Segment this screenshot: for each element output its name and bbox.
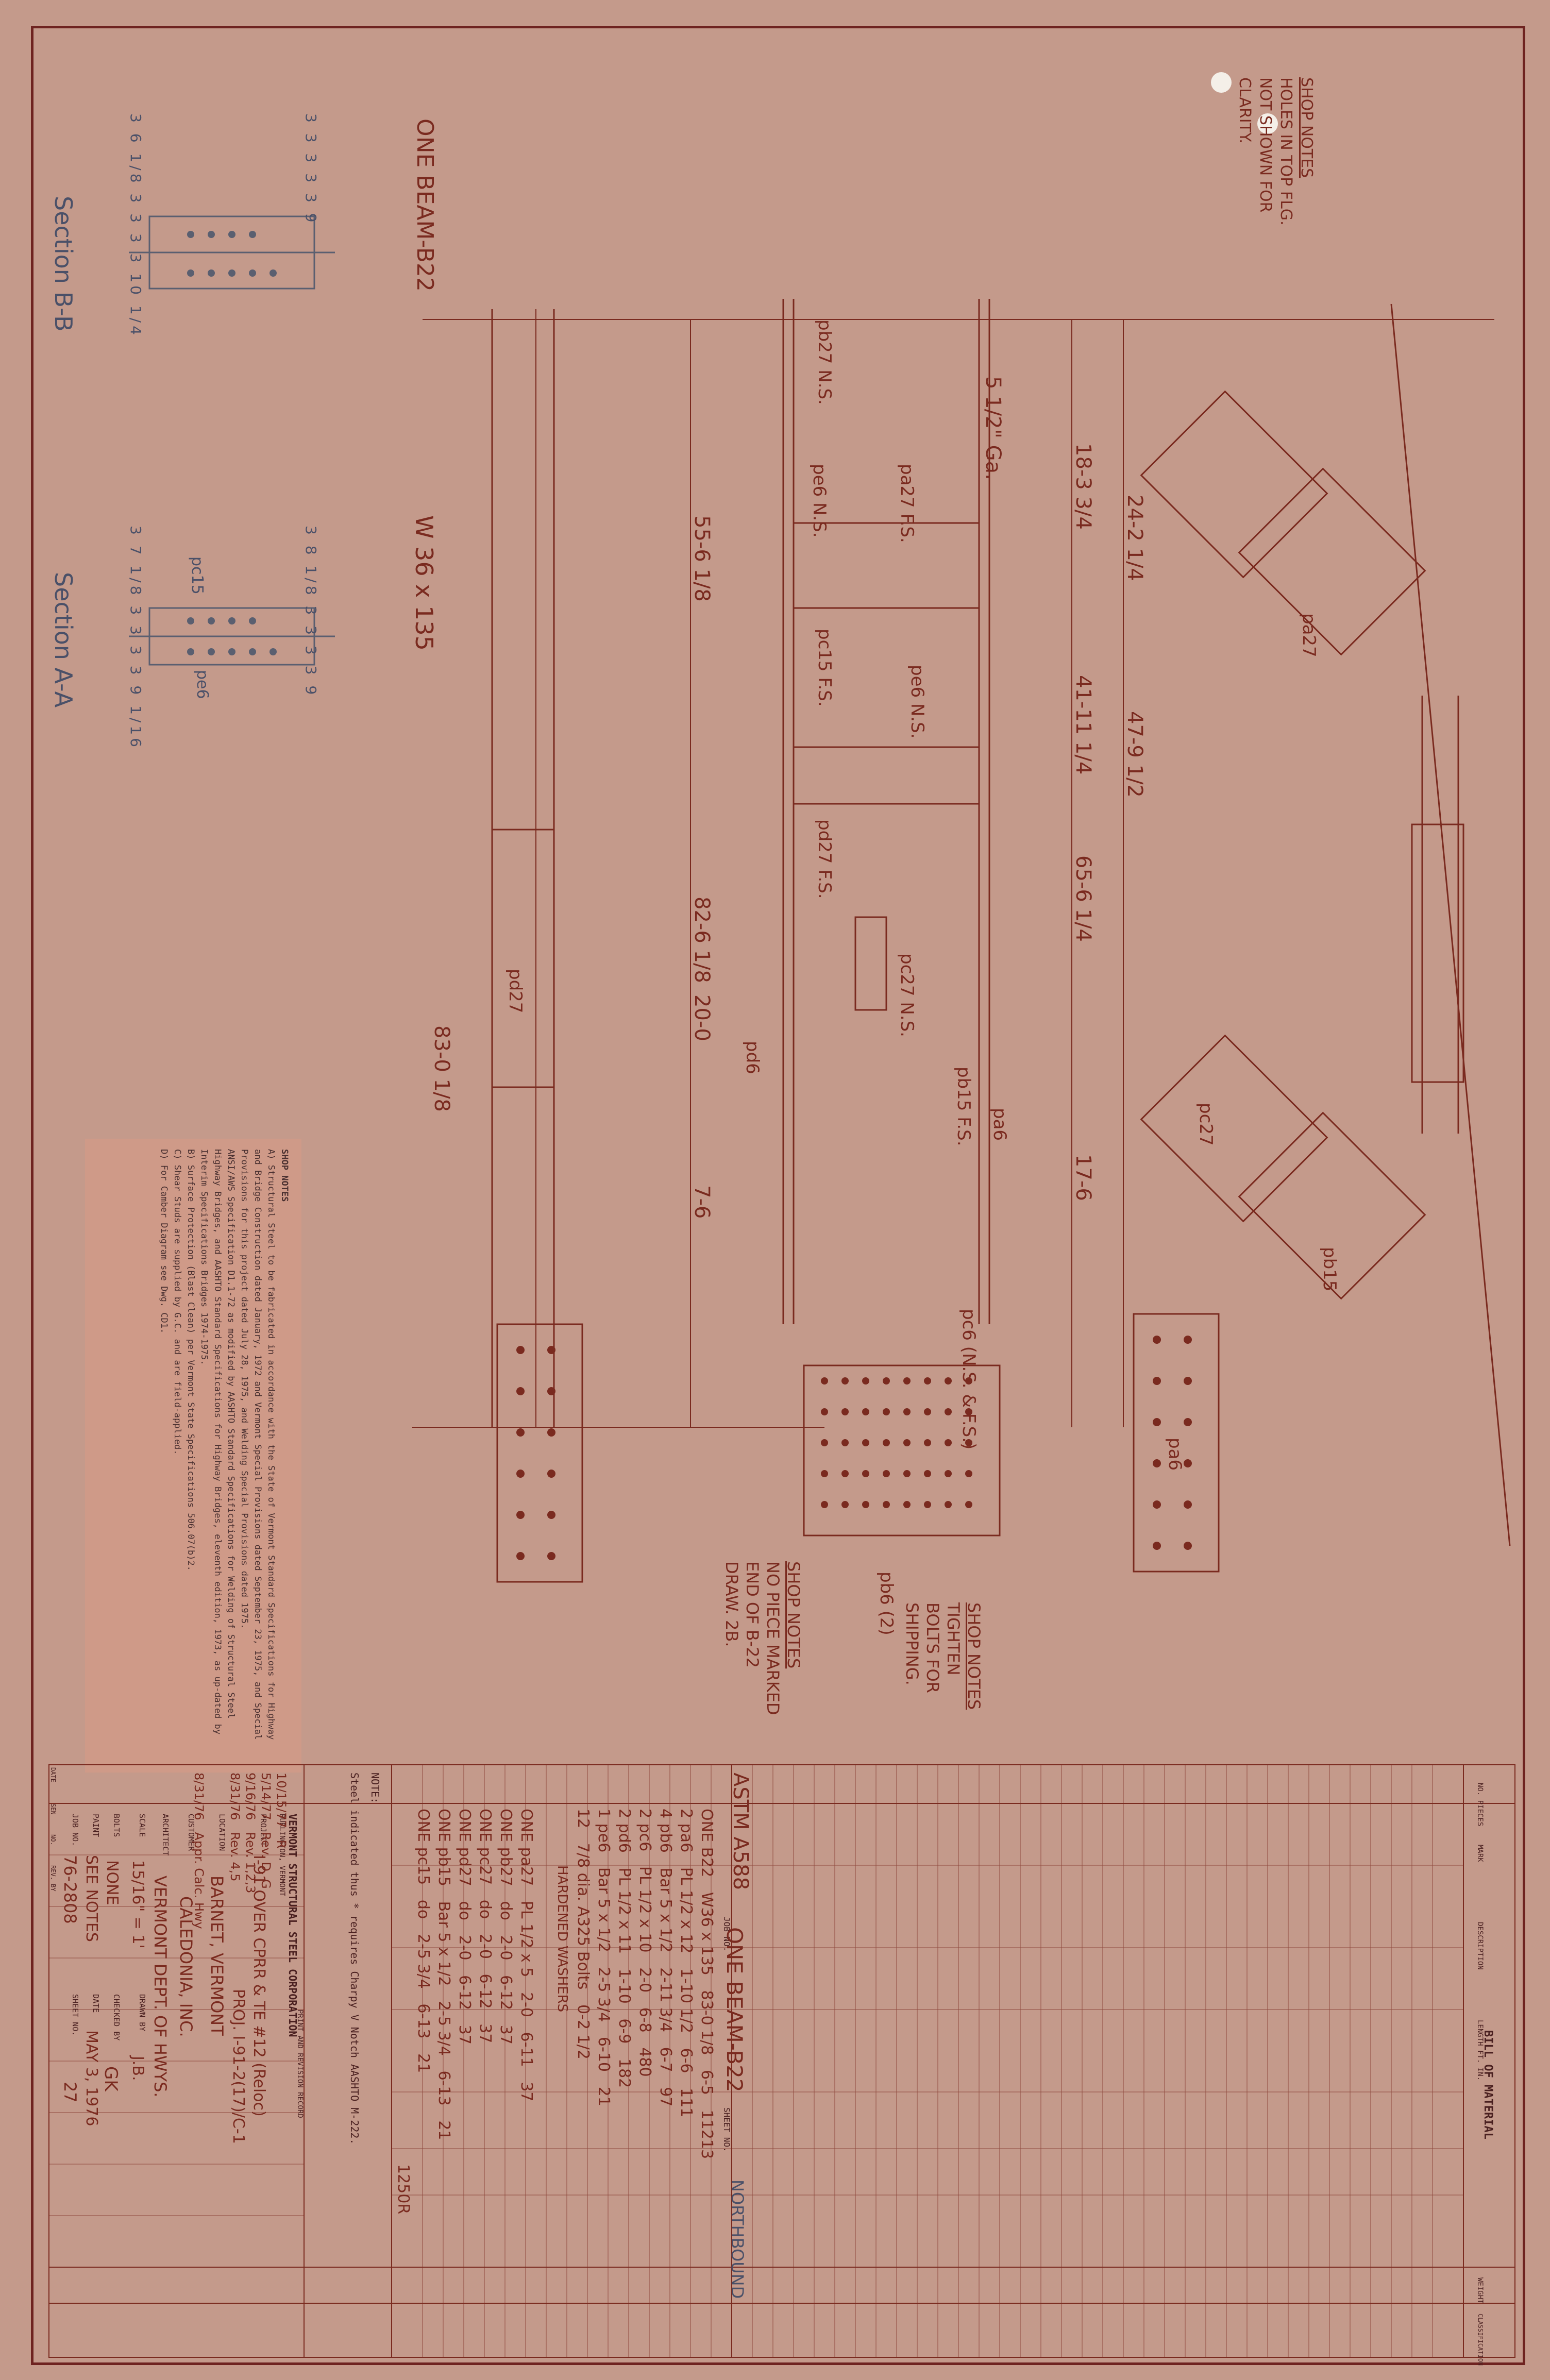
checked-by-label: CHECKED BY [112,1994,121,2041]
bolts-label: BOLTS [112,1814,121,1837]
revision-record-title: PRINT AND REVISION RECORD [296,2010,304,2118]
paint-value: SEE NOTES [82,1855,100,1942]
bom-row: HARDENED WASHERS [554,1865,570,2013]
bom-row: ONE B22 W36 x 135 83-0 1/8 6-5 11213 [698,1809,716,2159]
bom-note: Steel indicated thus * requires Charpy V… [348,1773,361,2145]
location-value: BARNET, VERMONT [207,1876,227,2036]
bom-col-pieces: NO. PIECES [1476,1783,1484,1827]
revision-row: 10/15/77 R [274,1773,289,1849]
sheet-border [31,26,1525,2365]
bolts-value: NONE [103,1860,121,1905]
bom-heading: ONE BEAM-B22 [722,1927,747,2092]
bom-row: 2 pd6 PL 1/2 x 11 1-10 6-9 182 [615,1809,633,2088]
bom-row: ONE pb15 Bar 5 x 1/2 2-5 3/4 6-13 21 [435,1809,453,2140]
shop-notes-panel: SHOP NOTES A) Structural Steel to be fab… [85,1139,301,1773]
bom-col-desc: DESCRIPTION [1476,1922,1484,1970]
revision-row: 8/31/76 Rev. 4,5 [228,1773,242,1882]
rev-col-no: NO. [49,1834,57,1846]
bom-row: 2 pc6 PL 1/2 x 10 2-0 6-8 480 [636,1809,654,2077]
date-value: MAY 3, 1976 [82,2030,100,2126]
checked-by-value: GK [100,2066,121,2091]
architect-label: ARCHITECT [161,1814,170,1856]
bom-sheet-no-label: SHEET NO. [722,2107,732,2152]
bom-row: ONE pc15 do 2-5 3/4 6-13 21 [414,1809,432,2073]
bom-row: ONE pa27 PL 1/2 x 5 2-0 6-11 37 [517,1809,535,2102]
rev-col-sen: SEN [49,1803,57,1815]
scale-label: SCALE [138,1814,147,1837]
bom-row: ONE pb27 do 2-0 6-12 37 [497,1809,515,2045]
bom-col-weight: WEIGHT [1476,2277,1484,2304]
sheet-no-value: 27 [60,2082,80,2103]
bom-material: ASTM A588 [729,1773,752,1891]
project-number: PROJ. I-91-2(17)/C-1 [229,1989,247,2144]
bom-row: 4 pb6 Bar 5 x 1/2 2-11 3/4 6-7 97 [656,1809,675,2107]
date-label: DATE [91,1994,100,2013]
bom-col-class: CLASSIFICATION [1477,2314,1484,2366]
scale-value: 15/16" = 1' [129,1860,147,1949]
bom-col-length: LENGTH FT. IN. [1476,2020,1484,2081]
revision-row: 5/14/77 Rev. D, G [259,1773,273,1889]
bom-stamp: 1250R [394,2164,412,2215]
architect-value: VERMONT DEPT. OF HWYS. [150,1876,170,2098]
sheet-no-label: SHEET NO. [71,1994,80,2036]
bom-direction: NORTHBOUND [728,2180,747,2299]
bom-row: 2 pa6 PL 1/2 x 12 1-10 1/2 6-6 111 [677,1809,695,2118]
drawn-by-label: DRAWN BY [138,1994,147,2032]
rev-col-date: DATE [49,1767,57,1782]
job-no-label: JOB NO. [71,1814,80,1847]
bom-row: ONE pd27 do 2-0 6-12 37 [456,1809,474,2045]
punch-hole [1257,113,1278,134]
bom-row: 12 7/8 dia. A325 Bolts 0-2 1/2 [574,1809,592,2060]
location-label: LOCATION [217,1814,227,1851]
revision-row: 8/31/76 Appr. Calc. Hwy [192,1773,206,1929]
bom-row: 1 pe6 Bar 5 x 1/2 2-5 3/4 6-10 21 [595,1809,613,2106]
bom-note-label: NOTE: [369,1773,381,1804]
drawn-by-value: J.B. [129,2056,147,2081]
paint-label: PAINT [91,1814,100,1837]
bom-row: ONE pc27 do 2-0 6-12 37 [476,1809,494,2044]
punch-hole [1211,72,1232,93]
project-value: I-91 OVER CPRR & TE #12 (Reloc) [250,1855,268,2117]
job-no-value: 76-2808 [60,1855,80,1924]
rev-col-by: REV. BY [49,1865,57,1892]
bom-col-mark: MARK [1476,1845,1484,1862]
revision-row: 9/16/76 Rev. 1,2,3 [243,1773,258,1894]
